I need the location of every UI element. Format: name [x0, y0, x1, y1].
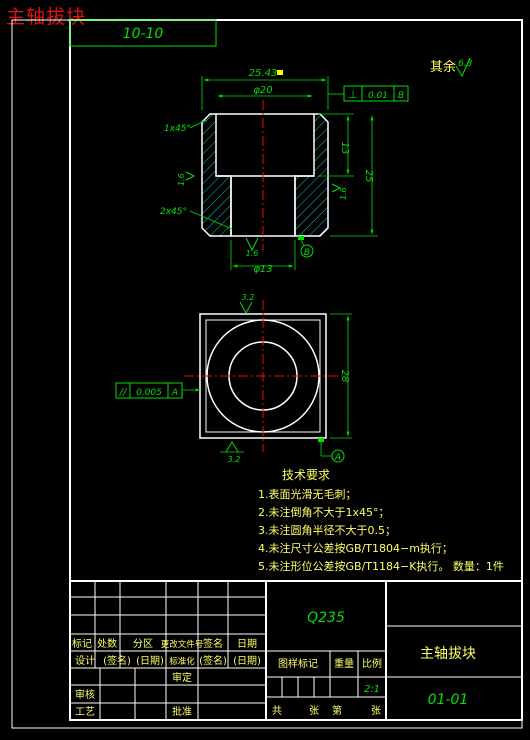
tb-sheets: 张: [309, 705, 319, 717]
datum-a-icon: [331, 449, 345, 463]
datum-a: A: [334, 453, 341, 463]
roughness-plan-bottom-icon: [225, 441, 239, 453]
dim-total-height: 25: [363, 170, 374, 183]
tb-review: 审核: [75, 688, 95, 701]
dim-chamfer-top: 1x45°: [164, 124, 191, 134]
surface-finish-label: 其余: [430, 59, 456, 75]
tb-design: 标准化: [169, 656, 195, 667]
perpendicularity-frame: [343, 85, 409, 102]
note-item: 4.未注尺寸公差按GB/T1804−m执行；: [258, 541, 453, 555]
perpendicular-value: 0.01: [368, 91, 388, 101]
tb-sheets: 张: [371, 705, 381, 717]
tb-approve: 批准: [172, 705, 192, 718]
tb-label: 标记: [72, 638, 92, 650]
tb-label: 处数: [97, 637, 117, 650]
dim-bore-depth: 13: [339, 142, 350, 155]
dim-bottom-dia: φ13: [253, 264, 272, 275]
tb-check: 审定: [172, 671, 192, 684]
tb-scale-label: 比例: [362, 657, 382, 670]
notes-title: 技术要求: [282, 468, 330, 482]
datum-b: B: [304, 248, 310, 258]
perpendicular-icon: ⊥: [348, 88, 358, 101]
tb-sheets: 第: [332, 704, 342, 717]
tb-label: 签名: [203, 637, 223, 650]
tb-stage-mark: 图样标记: [278, 657, 318, 670]
roughness-right-icon: [331, 183, 342, 193]
tb-process: 工艺: [75, 706, 95, 718]
view-label: 10-10: [123, 26, 164, 42]
parallel-icon: //: [119, 387, 128, 398]
tb-sheets: 共: [272, 705, 282, 717]
note-item: 3.未注圆角半径不大于0.5；: [258, 523, 396, 537]
tb-drawing-no: 01-01: [428, 692, 469, 708]
tolerance-marker: [277, 70, 283, 75]
technical-notes: 技术要求 1.表面光滑无毛刺； 2.未注倒角不大于1x45°； 3.未注圆角半径…: [258, 468, 504, 573]
section-view: 25.43 φ20 ⊥ 0.01 B 1x45° 2x45° 1.6 1.6 1…: [160, 68, 409, 275]
note-item: 2.未注倒角不大于1x45°；: [258, 505, 390, 519]
tb-label: 日期: [237, 638, 257, 650]
tb-part-name: 主轴拔块: [420, 646, 476, 662]
dim-top-width: 25.43: [249, 68, 278, 79]
right-wall-hatch: [294, 113, 329, 237]
drawing-title: 主轴拔块: [6, 6, 87, 28]
tb-design: 设计: [75, 654, 95, 667]
roughness-plan-top-icon: [239, 301, 253, 315]
tb-label: 分区: [133, 638, 153, 650]
rough-plan-top: 3.2: [242, 293, 255, 302]
parallel-value: 0.005: [136, 388, 162, 398]
perpendicular-datum: B: [398, 91, 404, 101]
roughness-bottom-icon: [245, 237, 259, 252]
surface-finish-value: 6.3: [458, 59, 473, 69]
note-item: 1.表面光滑无毛刺；: [258, 487, 357, 501]
roughness-left-icon: [185, 171, 196, 181]
tb-weight: 重量: [334, 657, 354, 670]
rough-bottom: 1.6: [246, 249, 259, 258]
datum-b-icon: [300, 244, 314, 258]
rough-left: 1.6: [177, 173, 186, 186]
tb-design: (签名): [103, 654, 131, 667]
view-label-box: [69, 19, 217, 47]
tb-design: (签名): [199, 654, 227, 667]
tb-scale: 2:1: [364, 684, 380, 695]
parallelism-frame: [115, 382, 183, 399]
tb-label: 更改文件号: [161, 639, 204, 650]
tb-design: (日期): [136, 655, 164, 667]
dim-bore-dia: φ20: [253, 85, 272, 96]
roughness-icon: [455, 57, 471, 78]
dim-plan-height: 28: [339, 370, 350, 383]
plan-view: 3.2 28 // 0.005 A 3.2 A: [115, 293, 352, 464]
dim-chamfer-bottom: 2x45°: [160, 207, 187, 217]
parallel-datum: A: [171, 388, 178, 398]
note-item: 5.未注形位公差按GB/T1184−K执行。 数量：1件: [258, 559, 504, 573]
rough-right: 1.6: [339, 187, 348, 200]
tb-design: (日期): [233, 655, 261, 667]
tb-material: Q235: [307, 610, 345, 626]
title-block: [69, 580, 523, 721]
rough-plan-bottom: 3.2: [228, 455, 241, 464]
